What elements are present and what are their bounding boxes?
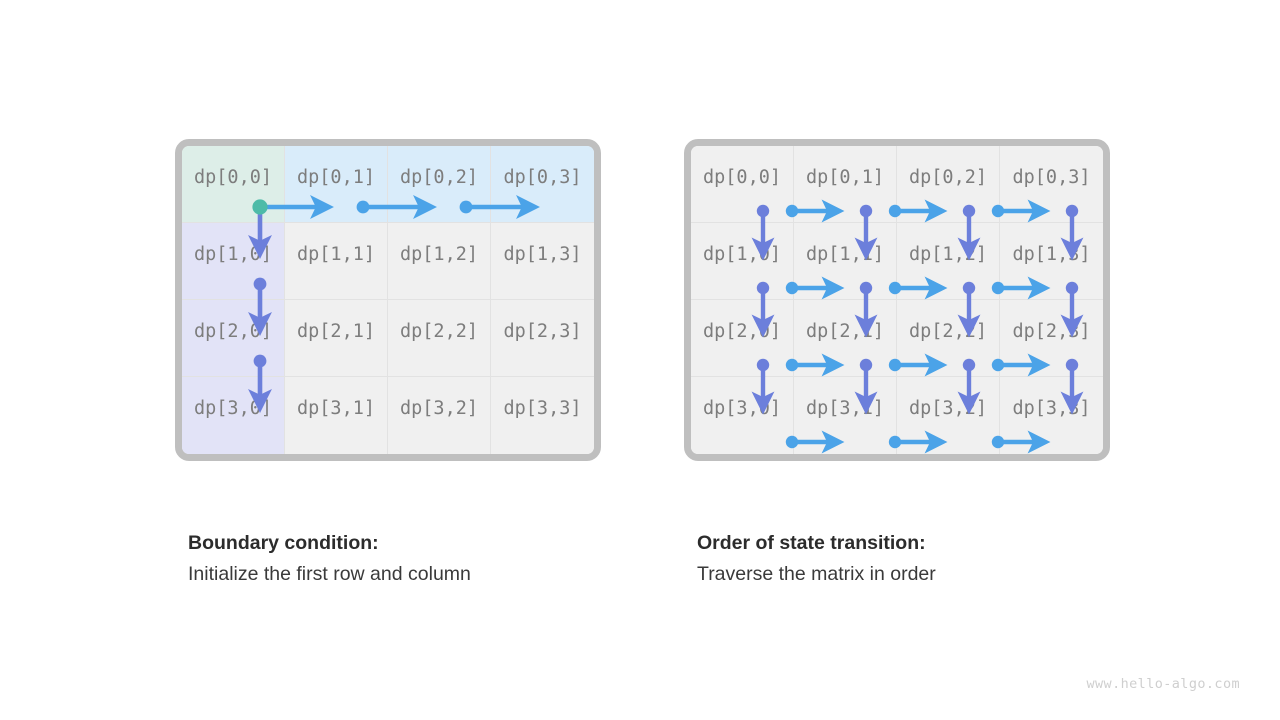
grid-cell: dp[2,2] bbox=[897, 300, 1000, 377]
cell-label: dp[1,0] bbox=[703, 243, 781, 265]
grid-cell: dp[0,2] bbox=[897, 146, 1000, 223]
grid-cell: dp[0,3] bbox=[1000, 146, 1103, 223]
grid-cell: dp[1,0] bbox=[691, 223, 794, 300]
grid-cell: dp[3,1] bbox=[794, 377, 897, 454]
caption-state-transition-order: Order of state transition: Traverse the … bbox=[697, 528, 1177, 590]
grid-cell: dp[3,2] bbox=[388, 377, 491, 454]
cell-label: dp[2,2] bbox=[909, 320, 987, 342]
cell-label: dp[1,3] bbox=[1012, 243, 1091, 265]
grid-cell: dp[3,3] bbox=[491, 377, 594, 454]
grid-cell: dp[2,3] bbox=[491, 300, 594, 377]
cell-label: dp[2,3] bbox=[1012, 320, 1091, 342]
cell-label: dp[0,1] bbox=[806, 166, 884, 188]
grid-cell: dp[3,2] bbox=[897, 377, 1000, 454]
grid-cells: dp[0,0] dp[0,1] dp[0,2] dp[0,3] dp[1,0] … bbox=[691, 146, 1103, 454]
cell-label: dp[3,1] bbox=[297, 398, 375, 419]
cell-label: dp[1,0] bbox=[194, 243, 272, 265]
grid-cell: dp[2,1] bbox=[794, 300, 897, 377]
cell-label: dp[0,3] bbox=[503, 166, 582, 188]
cell-label: dp[0,2] bbox=[400, 166, 478, 188]
cell-label: dp[2,0] bbox=[703, 320, 781, 342]
cell-label: dp[0,1] bbox=[297, 166, 375, 188]
site-watermark: www.hello-algo.com bbox=[1086, 676, 1240, 692]
grid-cell: dp[0,3] bbox=[491, 146, 594, 223]
cell-label: dp[3,3] bbox=[1012, 398, 1091, 419]
cell-label: dp[1,3] bbox=[503, 243, 582, 265]
grid-cell: dp[3,3] bbox=[1000, 377, 1103, 454]
caption-body: Traverse the matrix in order bbox=[697, 563, 936, 585]
grid-cell: dp[2,2] bbox=[388, 300, 491, 377]
grid-cell: dp[1,3] bbox=[1000, 223, 1103, 300]
grid-cell: dp[1,1] bbox=[794, 223, 897, 300]
cell-label: dp[3,3] bbox=[503, 398, 582, 419]
cell-label: dp[1,1] bbox=[806, 243, 884, 265]
cell-label: dp[3,1] bbox=[806, 398, 884, 419]
panel-boundary-condition: dp[0,0] dp[0,1] dp[0,2] dp[0,3] dp[1,0] … bbox=[175, 139, 601, 461]
grid-cell: dp[0,1] bbox=[285, 146, 388, 223]
dp-grid-boundary: dp[0,0] dp[0,1] dp[0,2] dp[0,3] dp[1,0] … bbox=[175, 139, 601, 461]
grid-cell: dp[2,0] bbox=[691, 300, 794, 377]
cell-label: dp[2,2] bbox=[400, 320, 478, 342]
grid-cell: dp[3,0] bbox=[182, 377, 285, 454]
cell-label: dp[0,0] bbox=[703, 166, 781, 188]
cell-label: dp[0,2] bbox=[909, 166, 987, 188]
grid-cell: dp[1,3] bbox=[491, 223, 594, 300]
grid-cell: dp[1,2] bbox=[897, 223, 1000, 300]
grid-cell: dp[2,3] bbox=[1000, 300, 1103, 377]
grid-cell: dp[1,0] bbox=[182, 223, 285, 300]
grid-cells: dp[0,0] dp[0,1] dp[0,2] dp[0,3] dp[1,0] … bbox=[182, 146, 594, 454]
cell-label: dp[0,3] bbox=[1012, 166, 1091, 188]
cell-label: dp[1,1] bbox=[297, 243, 375, 265]
cell-label: dp[3,0] bbox=[703, 398, 781, 419]
grid-cell: dp[3,1] bbox=[285, 377, 388, 454]
grid-cell: dp[2,0] bbox=[182, 300, 285, 377]
cell-label: dp[3,2] bbox=[909, 398, 987, 419]
cell-label: dp[1,2] bbox=[909, 243, 987, 265]
cell-label: dp[1,2] bbox=[400, 243, 478, 265]
panel-state-transition-order: dp[0,0] dp[0,1] dp[0,2] dp[0,3] dp[1,0] … bbox=[684, 139, 1110, 461]
grid-cell: dp[1,2] bbox=[388, 223, 491, 300]
cell-label: dp[2,1] bbox=[806, 320, 884, 342]
caption-title: Boundary condition: bbox=[188, 532, 379, 554]
cell-label: dp[2,3] bbox=[503, 320, 582, 342]
grid-cell: dp[0,1] bbox=[794, 146, 897, 223]
grid-cell: dp[0,2] bbox=[388, 146, 491, 223]
cell-label: dp[2,1] bbox=[297, 320, 375, 342]
grid-cell: dp[1,1] bbox=[285, 223, 388, 300]
caption-title: Order of state transition: bbox=[697, 532, 926, 554]
grid-cell: dp[2,1] bbox=[285, 300, 388, 377]
grid-cell: dp[3,0] bbox=[691, 377, 794, 454]
cell-label: dp[2,0] bbox=[194, 320, 272, 342]
grid-cell: dp[0,0] bbox=[182, 146, 285, 223]
cell-label: dp[3,0] bbox=[194, 398, 272, 419]
grid-cell: dp[0,0] bbox=[691, 146, 794, 223]
cell-label: dp[3,2] bbox=[400, 398, 478, 419]
caption-boundary-condition: Boundary condition: Initialize the first… bbox=[188, 528, 668, 590]
dp-grid-transition: dp[0,0] dp[0,1] dp[0,2] dp[0,3] dp[1,0] … bbox=[684, 139, 1110, 461]
caption-body: Initialize the first row and column bbox=[188, 563, 471, 585]
cell-label: dp[0,0] bbox=[194, 166, 272, 188]
